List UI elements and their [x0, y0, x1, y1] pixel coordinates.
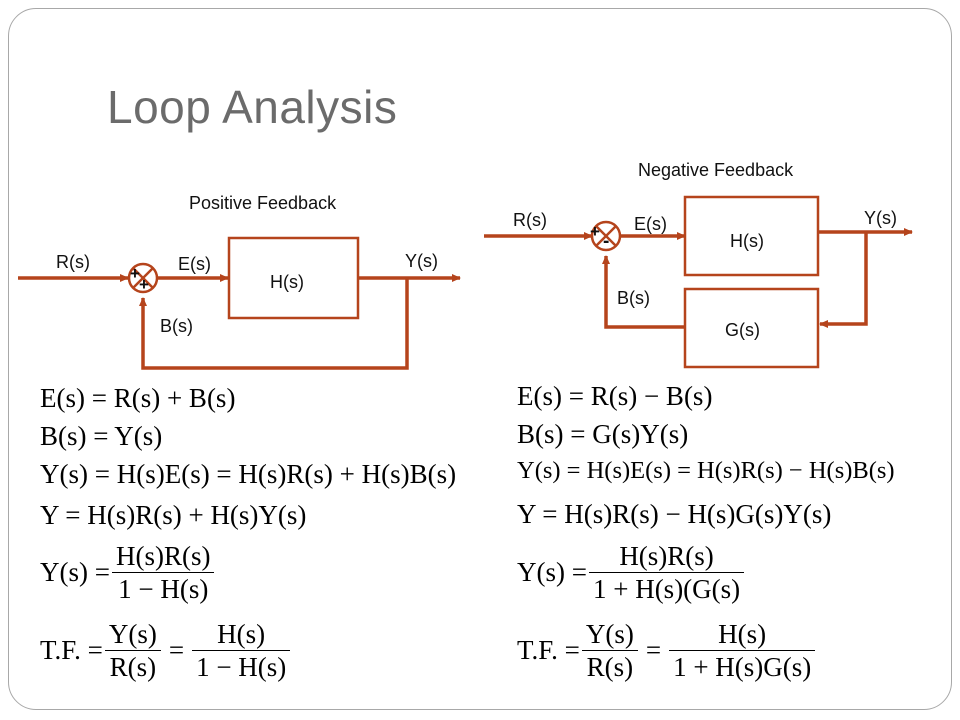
pos-equation-3: Y(s) = H(s)E(s) = H(s)R(s) + H(s)B(s)	[40, 459, 457, 489]
page-title: Loop Analysis	[107, 81, 398, 133]
pos-sign-top: +	[130, 264, 140, 283]
pos-equation-4: Y = H(s)R(s) + H(s)Y(s)	[40, 500, 307, 530]
pos-eq6-num1: Y(s)	[104, 618, 161, 651]
neg-h-block	[683, 195, 820, 277]
neg-eq5-lhs: Y(s) =	[517, 557, 587, 587]
neg-equation-5: Y(s) = H(s)R(s) 1 + H(s)(G(s)	[517, 540, 746, 605]
neg-eq5-fraction: H(s)R(s) 1 + H(s)(G(s)	[588, 540, 745, 605]
pos-h-block-label: H(s)	[270, 272, 304, 292]
neg-output-label: Y(s)	[864, 208, 897, 228]
pos-sign-bottom: +	[139, 275, 149, 294]
neg-equation-3: Y(s) = H(s)E(s) = H(s)R(s) − H(s)B(s)	[517, 457, 895, 484]
pos-equation-6: T.F. = Y(s) R(s) = H(s) 1 − H(s)	[40, 618, 292, 683]
pos-eq6-num2: H(s)	[192, 618, 291, 651]
neg-equation-4: Y = H(s)R(s) − H(s)G(s)Y(s)	[517, 499, 832, 529]
neg-error-label: E(s)	[634, 214, 667, 234]
pos-eq5-num: H(s)R(s)	[111, 540, 215, 573]
neg-sign-top: +	[590, 222, 600, 241]
neg-eq6-num2: H(s)	[669, 618, 816, 651]
pos-feedback-label: B(s)	[160, 316, 193, 336]
pos-input-label: R(s)	[56, 252, 90, 272]
neg-sign-bottom: -	[603, 231, 610, 252]
pos-equation-5: Y(s) = H(s)R(s) 1 − H(s)	[40, 540, 216, 605]
pos-feedback-path	[139, 278, 409, 370]
neg-eq6-den2: 1 + H(s)G(s)	[673, 652, 812, 682]
pos-eq6-fraction-2: H(s) 1 − H(s)	[192, 618, 291, 683]
pos-equation-1: E(s) = R(s) + B(s)	[40, 383, 236, 413]
positive-feedback-heading: Positive Feedback	[189, 193, 337, 213]
neg-equation-1: E(s) = R(s) − B(s)	[517, 381, 713, 411]
pos-eq6-den2: 1 − H(s)	[196, 652, 287, 682]
neg-g-block-label: G(s)	[725, 320, 760, 340]
neg-eq6-equals: =	[645, 635, 662, 665]
neg-eq6-num1: Y(s)	[581, 618, 638, 651]
neg-equation-2: B(s) = G(s)Y(s)	[517, 419, 689, 449]
pos-equation-2: B(s) = Y(s)	[40, 421, 163, 451]
pos-error-label: E(s)	[178, 254, 211, 274]
negative-feedback-heading: Negative Feedback	[638, 160, 794, 180]
pos-eq5-fraction: H(s)R(s) 1 − H(s)	[111, 540, 215, 605]
pos-eq6-lhs: T.F. =	[40, 635, 103, 665]
neg-eq6-fraction-2: H(s) 1 + H(s)G(s)	[669, 618, 816, 683]
pos-eq6-fraction-1: Y(s) R(s)	[104, 618, 161, 683]
negative-feedback-diagram	[484, 228, 913, 329]
neg-input-label: R(s)	[513, 210, 547, 230]
neg-h-block-label: H(s)	[730, 231, 764, 251]
pos-output-label: Y(s)	[405, 251, 438, 271]
neg-feedback-label: B(s)	[617, 288, 650, 308]
neg-feedback-path	[602, 255, 684, 329]
neg-eq6-fraction-1: Y(s) R(s)	[581, 618, 638, 683]
neg-eq6-den1: R(s)	[586, 652, 634, 682]
pos-eq6-den1: R(s)	[109, 652, 157, 682]
neg-eq6-lhs: T.F. =	[517, 635, 580, 665]
pos-eq5-den: 1 − H(s)	[118, 574, 209, 604]
neg-forward-to-g	[819, 232, 868, 328]
neg-eq5-den: 1 + H(s)(G(s)	[592, 574, 741, 604]
neg-eq5-num: H(s)R(s)	[588, 540, 745, 573]
neg-equation-6: T.F. = Y(s) R(s) = H(s) 1 + H(s)G(s)	[517, 618, 817, 683]
pos-h-block	[227, 236, 360, 320]
positive-feedback-diagram	[18, 274, 461, 370]
pos-eq5-lhs: Y(s) =	[40, 557, 110, 587]
pos-eq6-equals: =	[168, 635, 185, 665]
neg-g-block	[683, 287, 820, 369]
